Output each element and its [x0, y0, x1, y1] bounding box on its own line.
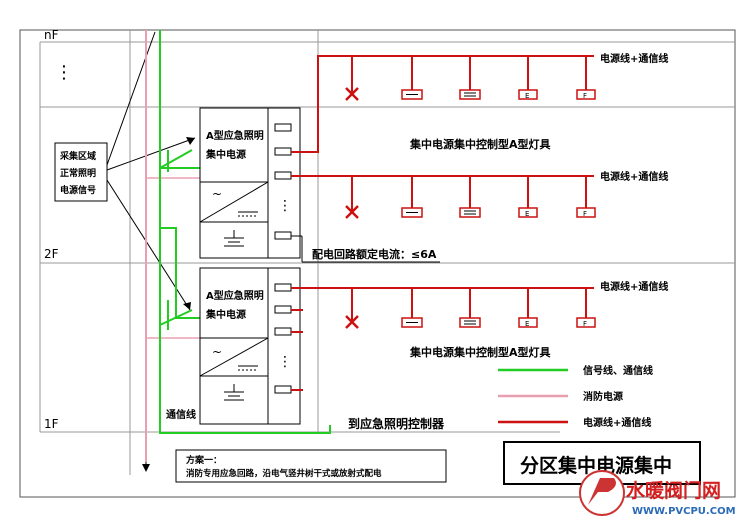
- signal-fanout-lines: [106, 31, 196, 311]
- floor-label-nf: nF: [44, 28, 59, 42]
- fixture-e-top: E: [525, 92, 529, 100]
- emergency-lamp-icons: [345, 87, 359, 329]
- fixture-boxes: [401, 89, 596, 328]
- branch-label-top: 电源线+通信线: [600, 52, 668, 65]
- unit-upper-line-2: 集中电源: [205, 148, 246, 161]
- upper-power-unit: ~ ⋮: [199, 107, 301, 259]
- scheme-title: 方案一：: [186, 454, 222, 466]
- riser-arrow-head: [142, 464, 150, 472]
- svg-text:⋮: ⋮: [278, 198, 292, 214]
- signal-box-line-2: 正常照明: [60, 167, 96, 179]
- comm-line-label: 通信线: [166, 408, 196, 421]
- scheme-text: 消防专用应急回路，沿电气竖井树干式或放射式配电: [186, 468, 382, 479]
- watermark-logo-ring: [579, 470, 625, 516]
- unit-upper-line-1: A型应急照明: [206, 129, 264, 142]
- watermark-brand: 水暖阀门网: [626, 479, 721, 502]
- lower-power-unit: ~ ⋮: [199, 267, 301, 425]
- fixture-f-low: F: [583, 320, 587, 328]
- legend-label-fire: 消防电源: [583, 390, 623, 403]
- arrow-head-lower: [183, 302, 191, 310]
- watermark-url: WWW.PVCPU.COM: [632, 506, 736, 517]
- signal-box-line-1: 采集区域: [59, 150, 96, 162]
- signal-box: [54, 142, 108, 202]
- branch-label-mid: 电源线+通信线: [600, 170, 668, 183]
- power-comm-branches: [291, 55, 594, 391]
- fixture-e-mid: E: [525, 210, 529, 218]
- legend-label-power: 电源线+通信线: [583, 416, 651, 429]
- legend-label-signal: 信号线、通信线: [583, 364, 653, 377]
- watermark: 水暖阀门网 WWW.PVCPU.COM: [579, 470, 736, 517]
- fixture-f-top: F: [583, 92, 587, 100]
- floor-label-2f: 2F: [44, 247, 59, 261]
- comm-riser: [159, 30, 331, 434]
- diagram-title: 分区集中电源集中: [520, 454, 672, 477]
- signal-box-line-3: 电源信号: [60, 184, 96, 196]
- group-title-lower: 集中电源集中控制型A型灯具: [409, 345, 551, 359]
- to-controller-label: 到应急照明控制器: [348, 416, 445, 431]
- floor-ellipsis: ⋮: [55, 62, 73, 83]
- svg-text:~: ~: [212, 345, 222, 359]
- fixture-e-low: E: [525, 320, 529, 328]
- scheme-box: [175, 449, 447, 483]
- fixture-inner-marks: [406, 92, 476, 325]
- svg-text:~: ~: [212, 187, 222, 201]
- fixture-f-mid: F: [583, 210, 587, 218]
- legend: 信号线、通信线 消防电源 电源线+通信线: [498, 364, 653, 429]
- circuit-note: 配电回路额定电流：≤6A: [312, 247, 437, 261]
- unit-lower-line-1: A型应急照明: [206, 289, 264, 302]
- unit-lower-line-2: 集中电源: [205, 308, 246, 321]
- arrow-head-upper: [186, 137, 195, 145]
- svg-text:⋮: ⋮: [278, 354, 292, 370]
- floor-label-1f: 1F: [44, 417, 59, 431]
- watermark-logo-mark: [588, 478, 616, 505]
- branch-label-low: 电源线+通信线: [600, 280, 668, 293]
- group-title-upper: 集中电源集中控制型A型灯具: [409, 137, 551, 151]
